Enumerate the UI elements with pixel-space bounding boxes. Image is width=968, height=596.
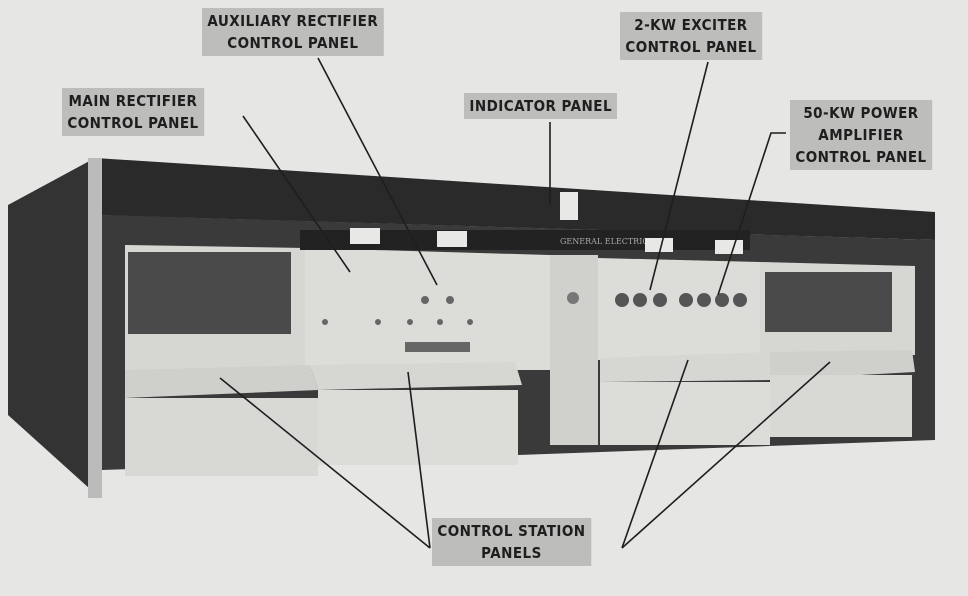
label-control-station-panels: CONTROL STATION PANELS xyxy=(432,518,591,566)
label-line: AUXILIARY RECTIFIER xyxy=(207,12,379,30)
console-top xyxy=(95,158,935,240)
exciter-pa-panel xyxy=(598,258,760,360)
console-left-side xyxy=(8,158,100,498)
label-main-rectifier-control-panel: MAIN RECTIFIER CONTROL PANEL xyxy=(62,88,204,136)
nameplate: GENERAL ELECTRIC xyxy=(560,237,648,246)
label-line: CONTROL PANEL xyxy=(67,114,199,132)
control-station-desk-far-right xyxy=(770,350,915,380)
meter xyxy=(437,231,467,247)
aux-rectifier-panel xyxy=(305,248,550,370)
label-line: 50-KW POWER xyxy=(803,104,919,122)
label-line: CONTROL PANEL xyxy=(625,38,757,56)
label-line: AMPLIFIER xyxy=(818,126,904,144)
desk-front-left xyxy=(125,398,318,476)
label-aux-rectifier-control-panel: AUXILIARY RECTIFIER CONTROL PANEL xyxy=(202,8,384,56)
exciter-knobs xyxy=(615,293,747,307)
meter xyxy=(715,240,743,254)
label-exciter-control-panel: 2-KW EXCITER CONTROL PANEL xyxy=(620,12,762,60)
label-line: CONTROL PANEL xyxy=(227,34,359,52)
meter xyxy=(645,238,673,252)
label-line: MAIN RECTIFIER xyxy=(68,92,198,110)
desk-front-right xyxy=(600,382,770,445)
control-station-desk-center xyxy=(310,362,522,390)
label-line: INDICATOR PANEL xyxy=(469,97,613,115)
desk-front-far-right xyxy=(770,375,912,437)
label-line: CONTROL STATION xyxy=(437,522,586,540)
right-window xyxy=(765,272,892,332)
meter xyxy=(350,228,380,244)
label-indicator-panel: INDICATOR PANEL xyxy=(464,93,618,119)
control-station-desk-left xyxy=(125,365,318,398)
indicator-panel xyxy=(550,255,598,445)
main-rectifier-window xyxy=(128,252,291,334)
label-line: 2-KW EXCITER xyxy=(634,16,748,34)
indicator-lamp xyxy=(560,192,578,220)
indicator-knob xyxy=(567,292,579,304)
leader-lines xyxy=(219,57,831,549)
label-line: PANELS xyxy=(481,544,542,562)
console-left-post xyxy=(88,158,102,498)
label-power-amplifier-control-panel: 50-KW POWER AMPLIFIER CONTROL PANEL xyxy=(790,100,932,170)
rectifier-switches xyxy=(322,296,473,352)
nameplate-strip xyxy=(300,230,750,250)
label-line: CONTROL PANEL xyxy=(795,148,927,166)
